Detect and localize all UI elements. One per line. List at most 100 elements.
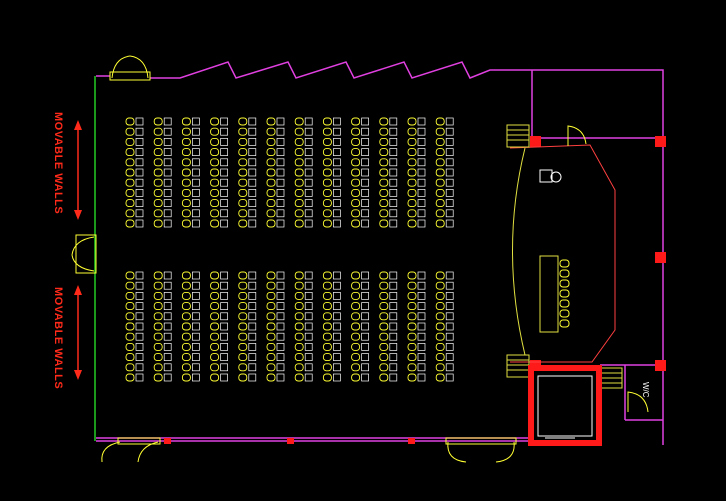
desk — [220, 343, 228, 351]
desk — [135, 138, 144, 146]
seat — [407, 291, 417, 300]
seat — [379, 117, 389, 126]
desk — [163, 332, 172, 341]
seat — [435, 148, 445, 157]
desk — [163, 168, 172, 177]
seat — [435, 342, 445, 351]
desk — [361, 353, 369, 361]
desk — [389, 343, 398, 351]
seat — [210, 188, 220, 197]
desk — [389, 281, 398, 290]
seat — [238, 209, 248, 218]
desk — [389, 353, 398, 361]
seat — [322, 148, 332, 157]
desk — [361, 148, 369, 156]
desk — [361, 281, 369, 290]
desk — [248, 168, 257, 177]
seat — [351, 117, 361, 126]
desk — [445, 281, 454, 290]
seat — [153, 219, 163, 228]
seat — [407, 322, 417, 331]
seat — [407, 281, 417, 290]
seat — [238, 148, 248, 157]
desk — [417, 127, 426, 136]
desk — [389, 302, 398, 310]
seat — [266, 322, 276, 331]
seat — [266, 209, 276, 218]
seat — [125, 271, 135, 280]
seat — [379, 209, 389, 218]
desk — [220, 363, 228, 372]
seat — [294, 178, 304, 187]
seat — [351, 188, 361, 197]
seat — [153, 322, 163, 331]
seat — [266, 373, 276, 382]
desk — [135, 322, 144, 331]
desk — [304, 199, 313, 207]
desk — [417, 353, 426, 361]
seat — [351, 178, 361, 187]
desk — [248, 209, 257, 218]
seat — [407, 342, 417, 351]
seat — [266, 188, 276, 197]
desk — [361, 312, 369, 321]
desk — [220, 281, 228, 290]
desk — [304, 281, 313, 290]
desk — [192, 373, 200, 382]
seat — [294, 219, 304, 228]
desk — [417, 199, 426, 207]
seat — [210, 332, 220, 341]
seat — [266, 332, 276, 341]
seat — [266, 158, 276, 167]
seat — [153, 168, 163, 177]
desk — [220, 148, 228, 156]
desk — [220, 353, 228, 361]
desk — [276, 373, 285, 382]
seat — [351, 332, 361, 341]
desk — [135, 148, 144, 156]
door-swing-icon — [445, 437, 517, 463]
desk — [135, 373, 144, 382]
seat — [238, 199, 248, 208]
seat — [238, 302, 248, 311]
seat — [266, 342, 276, 351]
seat — [294, 127, 304, 136]
desk — [304, 343, 313, 351]
desk — [248, 158, 257, 167]
seat — [322, 373, 332, 382]
desk — [304, 302, 313, 310]
desk — [192, 292, 200, 300]
seat — [125, 178, 135, 187]
desk — [248, 302, 257, 310]
seat — [322, 322, 332, 331]
seat — [125, 168, 135, 177]
desk — [192, 281, 200, 290]
seat — [407, 353, 417, 362]
seat — [238, 117, 248, 126]
seat — [153, 353, 163, 362]
seat — [266, 302, 276, 311]
seat — [379, 188, 389, 197]
seat — [125, 127, 135, 136]
door-swing-icon — [627, 391, 649, 413]
seat — [379, 322, 389, 331]
desk — [135, 312, 144, 321]
seat — [181, 291, 191, 300]
desk — [248, 363, 257, 372]
seat — [210, 353, 220, 362]
seat — [559, 289, 570, 298]
seat — [322, 219, 332, 228]
desk — [192, 322, 200, 331]
seat — [407, 148, 417, 157]
seat — [181, 158, 191, 167]
desk — [445, 138, 454, 146]
desk — [389, 322, 398, 331]
seat — [322, 178, 332, 187]
seat — [153, 158, 163, 167]
desk — [135, 281, 144, 290]
seat — [351, 219, 361, 228]
desk — [163, 363, 172, 372]
seat — [294, 322, 304, 331]
desk — [163, 127, 172, 136]
seat — [559, 259, 570, 268]
